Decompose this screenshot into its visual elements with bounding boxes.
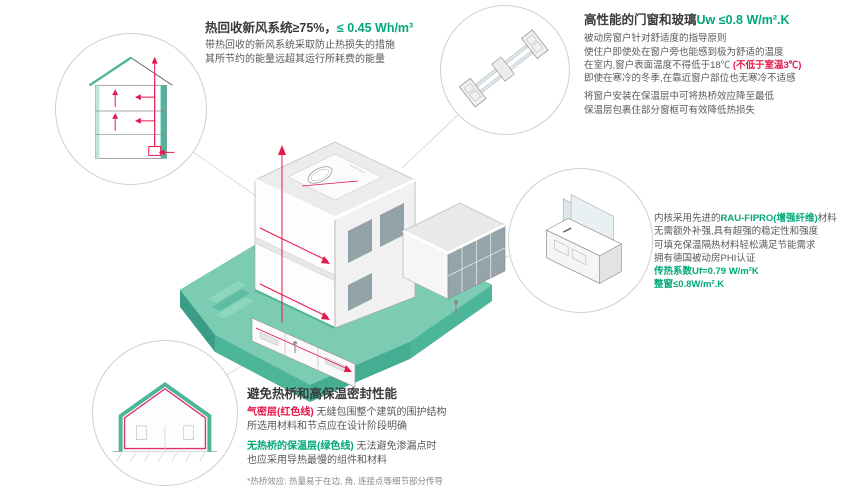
- bathtub: [307, 166, 333, 184]
- thermal-line2: 所选用材料和节点应在设计阶段明确: [247, 421, 407, 433]
- window-profile-illustration: [545, 194, 623, 284]
- profile-uf-value: 传热系数Uf=0.79 W/m²K: [654, 266, 759, 278]
- garden-steps: [208, 281, 254, 319]
- window-pane: [348, 273, 372, 311]
- heat-recovery-title: 热回收新风系统≥75%，≤ 0.45 Wh/m³: [205, 20, 477, 36]
- profile-text-block: 内核采用先进的RAU-FIPRO(增强纤维)材料 无需额外补强,具有超强的稳定性…: [654, 212, 863, 292]
- windows-title-value: Uw ≤0.8 W/m².K: [696, 13, 790, 27]
- heat-recovery-house-illustration: [88, 56, 175, 159]
- thermal-line4: 也应采用导热最慢的组件和材料: [247, 454, 387, 466]
- windows-line3: 在室内,窗户表面温度不得低于18℃ (不低于室温3℃): [584, 59, 862, 72]
- thermal-footnote: *热桥效应: 热量易于在边, 角, 连接点等细节部分传导: [247, 476, 443, 486]
- windows-line5: 将窗户安装在保温层中可将热桥效应降至最低: [584, 91, 775, 103]
- windows-line2: 使住户即使处在窗户旁也能感到极为舒适的温度: [584, 46, 784, 58]
- basement-cutaway: [251, 317, 356, 388]
- thermal-line3: 无热桥的保温层(绿色线) 无法避免渗漏点时: [247, 440, 559, 454]
- house-block-main: [254, 141, 416, 329]
- insulation-layer-green: [118, 381, 212, 452]
- airtight-layer-label: 气密层(红色线): [247, 407, 314, 419]
- red-ventilation-ducts: [259, 145, 330, 323]
- foundation-hatch: [116, 451, 206, 462]
- profile-line1-pre: 内核采用先进的: [654, 213, 721, 224]
- windows-line1: 被动房窗户针对舒适度的指导原则: [584, 33, 727, 45]
- windows-line6: 保温层包裹住部分窗框可有效降低热损失: [584, 104, 756, 116]
- interior-floorplan: [287, 153, 383, 201]
- heat-recovery-line1: 带热回收的新风系统采取防止热损失的措施: [205, 40, 395, 52]
- thermal-line3-text: 无法避免渗漏点时: [353, 440, 437, 452]
- windows-text-block: 高性能的门窗和玻璃Uw ≤0.8 W/m².K 被动房窗户针对舒适度的指导原则 …: [584, 12, 862, 117]
- profile-line3: 可填充保温隔热材料轻松满足节能需求: [654, 239, 816, 251]
- profile-uw-value: 整窗≤0.8W/m².K: [654, 279, 725, 291]
- person-figure: [453, 299, 459, 313]
- main-house-illustration: [160, 85, 510, 405]
- profile-line2: 无需额外补强,具有超强的稳定性和强度: [654, 226, 819, 238]
- profile-line4: 拥有德国被动房PHI认证: [654, 252, 756, 264]
- thermal-envelope-detail-circle: [92, 340, 238, 486]
- heat-recovery-text-block: 热回收新风系统≥75%，≤ 0.45 Wh/m³ 带热回收的新风系统采取防止热损…: [205, 20, 477, 68]
- thermal-line1: 气密层(红色线) 无缝包围整个建筑的围护结构: [247, 406, 559, 420]
- window-pane: [348, 219, 372, 263]
- frame-profile-detail-circle: [508, 168, 653, 313]
- person-figure: [293, 341, 297, 353]
- windows-line3-warning: (不低于室温3℃): [732, 59, 802, 71]
- windows-title: 高性能的门窗和玻璃Uw ≤0.8 W/m².K: [584, 12, 862, 28]
- profile-line1-material: RAU-FIPRO(增强纤维): [720, 213, 818, 224]
- windows-title-main: 高性能的门窗和玻璃: [584, 13, 697, 27]
- heat-recovery-title-main: 热回收新风系统≥75%，: [205, 21, 337, 35]
- heat-recovery-title-value: ≤ 0.45 Wh/m³: [336, 21, 414, 35]
- airtight-layer-red: [123, 387, 207, 450]
- thermal-bridge-house-illustration: [112, 381, 218, 462]
- window-corner-section-illustration: [458, 29, 549, 108]
- heat-recovery-line2: 其所节约的能量远超其运行所耗费的能量: [205, 54, 385, 66]
- heat-recovery-detail-circle: [55, 33, 207, 185]
- profile-line1: 内核采用先进的RAU-FIPRO(增强纤维)材料: [654, 212, 863, 225]
- red-airflow-arrows: [112, 56, 175, 156]
- windows-line3-main: 在室内,窗户表面温度不得低于18℃: [584, 59, 733, 71]
- window-corner-detail-circle: [440, 5, 570, 135]
- insulation-layer-label: 无热桥的保温层(绿色线): [247, 440, 354, 452]
- thermal-title: 避免热桥和高保温密封性能: [247, 387, 398, 401]
- thermal-text-block: 避免热桥和高保温密封性能 气密层(红色线) 无缝包围整个建筑的围护结构 所选用材…: [247, 386, 559, 487]
- profile-line1-post: 材料: [817, 213, 837, 224]
- red-duct-basement: [255, 327, 351, 371]
- thermal-line1-text: 无缝包围整个建筑的围护结构: [313, 407, 447, 419]
- red-duct-plan: [301, 180, 359, 187]
- windows-line4: 即使在寒冷的冬季,在靠近窗户部位也无寒冷不适感: [584, 73, 796, 85]
- house-block-glass-wing: [402, 202, 506, 300]
- window-pane: [380, 203, 404, 247]
